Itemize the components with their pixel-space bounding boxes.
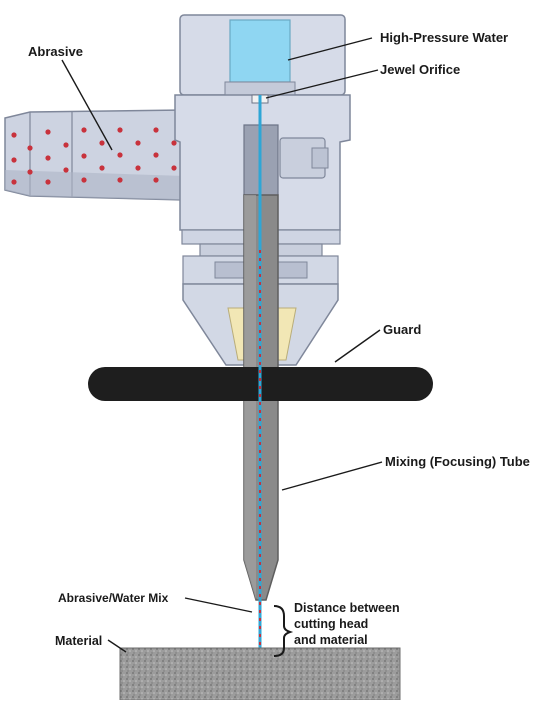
leader-lines <box>61 37 383 653</box>
label-high-pressure-water: High-Pressure Water <box>380 30 508 45</box>
label-abrasive-water-mix: Abrasive/Water Mix <box>58 591 169 605</box>
distance-brace <box>273 605 294 657</box>
label-jewel-orifice: Jewel Orifice <box>380 62 460 77</box>
label-abrasive: Abrasive <box>28 44 83 59</box>
label-guard: Guard <box>383 322 421 337</box>
label-material: Material <box>55 634 102 648</box>
water-chamber <box>229 19 291 83</box>
material-block <box>119 647 401 701</box>
label-distance-line1: Distance between <box>294 601 400 615</box>
label-distance-line3: and material <box>294 633 368 647</box>
label-distance-line2: cutting head <box>294 617 368 631</box>
label-mixing-tube: Mixing (Focusing) Tube <box>385 454 530 469</box>
